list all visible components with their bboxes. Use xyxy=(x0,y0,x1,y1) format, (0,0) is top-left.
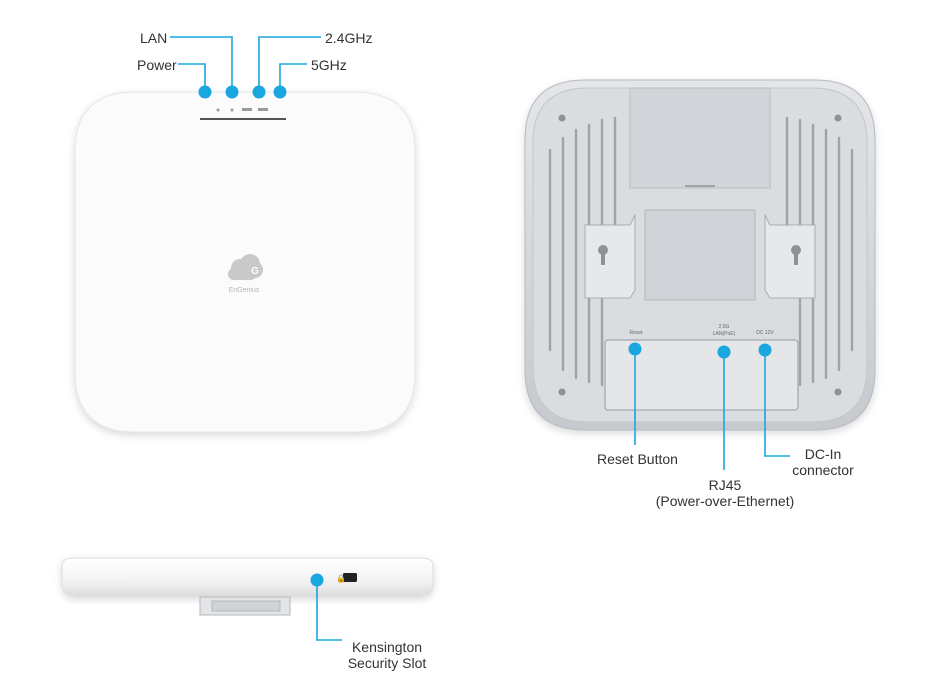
port-label-dc: DC 12V xyxy=(756,330,774,336)
side-device: 🔒 xyxy=(61,557,434,616)
back-device: Reset 2.5G LAN(PoE) DC 12V xyxy=(524,79,876,431)
brand-text: EnGenius xyxy=(229,287,260,294)
label-rj45: RJ45 (Power-over-Ethernet) xyxy=(640,477,810,509)
ghz24-led-dot xyxy=(252,85,266,99)
label-rj45-line2: (Power-over-Ethernet) xyxy=(655,493,795,509)
lan-led-dot xyxy=(225,85,239,99)
kensington-dot xyxy=(310,573,324,587)
port-label-lan-2: LAN(PoE) xyxy=(713,331,736,337)
engenius-logo-icon: G xyxy=(228,254,263,280)
label-ghz5: 5GHz xyxy=(311,57,347,73)
back-callout-dots xyxy=(628,342,772,359)
ghz5-led-dot xyxy=(273,85,287,99)
label-ghz24: 2.4GHz xyxy=(325,30,373,46)
front-device: G EnGenius xyxy=(74,91,416,433)
mount-bracket-left xyxy=(584,214,636,299)
lock-icon: 🔒 xyxy=(336,574,346,583)
label-lan: LAN xyxy=(140,30,168,46)
port-label-lan-1: 2.5G xyxy=(719,324,730,330)
led-icons xyxy=(216,108,268,112)
mount-bracket-right xyxy=(764,214,816,299)
port-label-reset: Reset xyxy=(629,330,643,336)
label-kensington-line1: Kensington xyxy=(351,639,423,655)
dcin-dot xyxy=(758,343,772,357)
rj45-dot xyxy=(717,345,731,359)
label-dcin: DC-In connector xyxy=(788,446,858,478)
svg-text:G: G xyxy=(251,266,259,277)
label-dcin-line2: connector xyxy=(792,462,854,478)
screw-holes xyxy=(558,114,842,396)
label-kensington-line2: Security Slot xyxy=(347,655,427,671)
kensington-slot-icon xyxy=(343,573,357,582)
front-callout-dots xyxy=(198,85,287,99)
kensington-callout-line xyxy=(316,580,342,641)
label-reset-button: Reset Button xyxy=(597,451,678,467)
back-callout-lines xyxy=(634,349,790,470)
power-led-dot xyxy=(198,85,212,99)
label-rj45-line1: RJ45 xyxy=(708,477,742,493)
label-dcin-line1: DC-In xyxy=(804,446,842,462)
reset-dot xyxy=(628,342,642,356)
label-power: Power xyxy=(137,57,177,73)
front-callout-lines xyxy=(170,36,321,92)
label-kensington: Kensington Security Slot xyxy=(346,639,428,671)
